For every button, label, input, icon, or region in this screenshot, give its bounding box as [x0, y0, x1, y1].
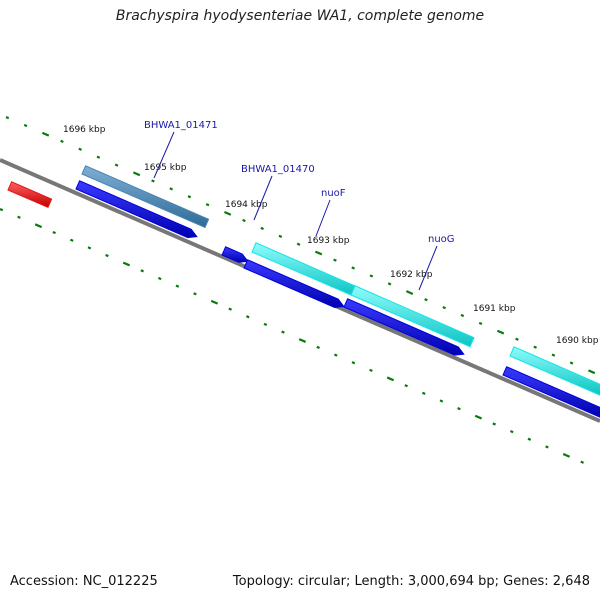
- cds-blue-feature: [75, 180, 198, 239]
- cds-blue-feature: [243, 259, 345, 308]
- tick-label: 1694 kbp: [225, 200, 268, 210]
- gene-label: nuoF: [321, 188, 346, 199]
- tick-mark: [333, 353, 338, 357]
- gene-label-leader: [153, 131, 175, 179]
- tick-mark: [52, 230, 56, 235]
- tick-mark: [551, 353, 556, 357]
- cds-blue-feature: [343, 298, 465, 356]
- tick-mark: [34, 223, 43, 229]
- tick-mark: [314, 250, 323, 256]
- tick-mark: [169, 187, 173, 191]
- tick-mark: [527, 437, 532, 441]
- label-layer: 1696 kbp 1695 kbp 1694 kbp 1693 kbp 1692 kbp…: [63, 120, 599, 346]
- tick-mark: [187, 195, 192, 199]
- gene-label-leader: [418, 245, 438, 291]
- tick-mark: [369, 274, 374, 278]
- tick-mark: [228, 307, 232, 311]
- tick-mark: [175, 284, 180, 288]
- tick-mark: [404, 384, 408, 388]
- tick-mark: [122, 261, 131, 267]
- tick-mark: [105, 253, 109, 258]
- tick-mark: [96, 155, 101, 159]
- tick-mark: [193, 292, 197, 296]
- tick-mark: [492, 422, 496, 426]
- genome-stats-text: Topology: circular; Length: 3,000,694 bp…: [232, 574, 590, 589]
- accession-text: Accession: NC_012225: [10, 574, 158, 589]
- cds-steel-feature: [81, 165, 210, 229]
- tick-mark: [569, 361, 574, 365]
- tick-mark: [515, 337, 519, 341]
- tick-mark: [263, 322, 268, 327]
- tick-mark: [405, 290, 414, 295]
- tick-mark: [41, 131, 50, 137]
- tick-mark: [0, 207, 4, 212]
- cds-blue-small-feature: [221, 246, 249, 263]
- tick-mark: [478, 321, 483, 326]
- tick-mark: [369, 368, 373, 372]
- outer-tick-marks: [5, 115, 596, 375]
- tick-mark: [460, 313, 465, 318]
- tick-mark: [442, 305, 446, 310]
- tick-mark: [281, 330, 285, 334]
- tick-mark: [457, 407, 461, 411]
- tick-mark: [587, 369, 596, 375]
- tick-mark: [132, 171, 141, 177]
- tick-mark: [5, 115, 10, 120]
- inner-tick-marks: [0, 207, 584, 464]
- tick-mark: [351, 361, 356, 365]
- gene-label-leader: [253, 175, 273, 221]
- tick-mark: [23, 123, 28, 128]
- tick-mark: [351, 266, 355, 270]
- tick-label: 1690 kbp: [556, 336, 599, 346]
- tick-label: 1696 kbp: [63, 125, 106, 135]
- tick-mark: [114, 163, 119, 167]
- tick-mark: [562, 452, 571, 458]
- tick-mark: [60, 139, 64, 143]
- tick-mark: [421, 391, 426, 395]
- tick-mark: [245, 315, 250, 319]
- map-title: Brachyspira hyodysenteriae WA1, complete…: [115, 8, 485, 24]
- tick-mark: [296, 242, 301, 246]
- tick-mark: [87, 246, 92, 250]
- tick-mark: [580, 460, 584, 464]
- cds-blue-feature: [502, 366, 600, 418]
- tick-mark: [140, 269, 144, 273]
- cds-cyan-feature: [350, 285, 475, 348]
- gene-label-leader: [315, 199, 331, 237]
- tick-mark: [205, 203, 210, 207]
- tick-mark: [545, 445, 549, 449]
- cds-cyan-feature: [509, 346, 600, 396]
- tick-mark: [496, 329, 505, 335]
- tick-mark: [242, 218, 246, 223]
- tick-mark: [386, 376, 395, 382]
- tick-mark: [157, 276, 162, 281]
- gene-label: BHWA1_01470: [241, 164, 315, 175]
- tick-mark: [424, 298, 428, 302]
- gene-label: nuoG: [428, 234, 455, 245]
- tick-mark: [223, 210, 232, 216]
- tick-mark: [298, 338, 307, 343]
- feature-track: [7, 165, 600, 418]
- tick-mark: [210, 299, 219, 305]
- tick-label: 1692 kbp: [390, 270, 433, 280]
- tick-mark: [278, 234, 283, 238]
- gene-label: BHWA1_01471: [144, 120, 218, 131]
- tick-mark: [78, 147, 82, 151]
- tick-mark: [17, 215, 21, 219]
- tick-mark: [151, 179, 155, 183]
- tick-mark: [439, 399, 444, 403]
- tick-mark: [260, 226, 264, 231]
- tick-mark: [316, 345, 320, 350]
- tick-mark: [333, 258, 337, 262]
- tick-mark: [387, 282, 392, 286]
- tick-mark: [474, 414, 483, 420]
- tick-mark: [509, 430, 514, 434]
- tick-mark: [69, 238, 74, 242]
- tick-label: 1695 kbp: [144, 163, 187, 173]
- tick-label: 1691 kbp: [473, 304, 516, 314]
- rna-feature: [7, 181, 53, 209]
- tick-label: 1693 kbp: [307, 236, 350, 246]
- tick-mark: [533, 345, 537, 349]
